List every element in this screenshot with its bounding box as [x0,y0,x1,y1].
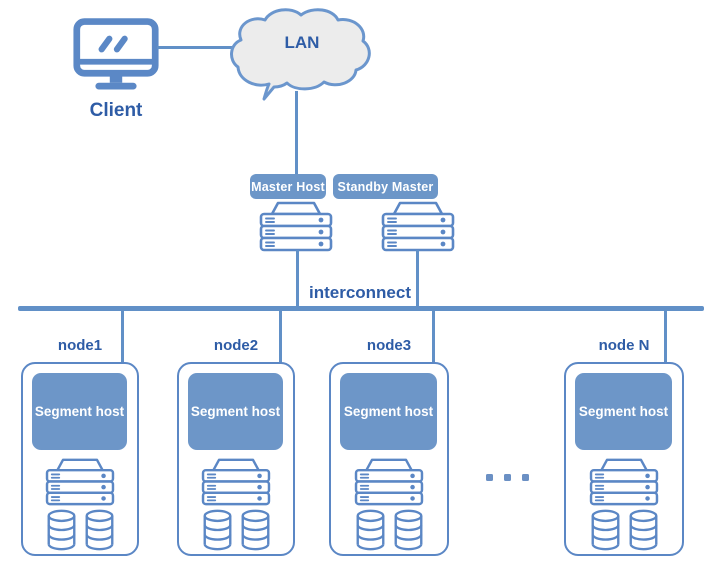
ellipsis-dots-icon [486,474,493,481]
lan-master-connector [295,91,298,176]
client-monitor-icon [72,16,160,96]
node-box-node1: Segment host [21,362,139,556]
standby-interconnect-connector [416,250,419,308]
interconnect-label: interconnect [308,283,412,302]
master-host-badge: Master Host [250,174,326,199]
node3-connector [432,310,435,364]
node1-connector [121,310,124,364]
node2-connector [279,310,282,364]
segment-host-badge: Segment host [32,373,127,450]
database-icon [84,509,115,551]
segment-host-badge: Segment host [188,373,283,450]
server-rack-icon [588,457,660,506]
ellipsis-dots-icon [504,474,511,481]
node-box-node3: Segment host [329,362,449,556]
database-group [331,509,447,551]
database-group [566,509,682,551]
database-icon [202,509,233,551]
interconnect-bus-line [18,306,704,311]
nodeN-connector [664,310,667,364]
node-box-nodeN: Segment host [564,362,684,556]
database-icon [590,509,621,551]
server-rack-icon [353,457,425,506]
segment-host-badge: Segment host [340,373,437,450]
node-label-node1: node1 [57,337,103,354]
node-box-node2: Segment host [177,362,295,556]
server-rack-icon [44,457,116,506]
database-icon [628,509,659,551]
segment-host-badge: Segment host [575,373,672,450]
database-icon [46,509,77,551]
server-rack-icon [200,457,272,506]
node-label-nodeN: node N [598,337,650,354]
client-lan-connector [157,46,233,49]
client-label: Client [89,100,143,121]
node-label-node2: node2 [213,337,259,354]
standby-master-badge: Standby Master [333,174,438,199]
database-icon [355,509,386,551]
database-icon [240,509,271,551]
database-group [23,509,137,551]
master-server-icon [258,200,334,252]
node-label-node3: node3 [366,337,412,354]
lan-label: LAN [284,33,320,52]
database-group [179,509,293,551]
standby-server-icon [380,200,456,252]
ellipsis-dots-icon [522,474,529,481]
master-interconnect-connector [296,250,299,308]
lan-cloud-icon [230,8,371,101]
database-icon [393,509,424,551]
